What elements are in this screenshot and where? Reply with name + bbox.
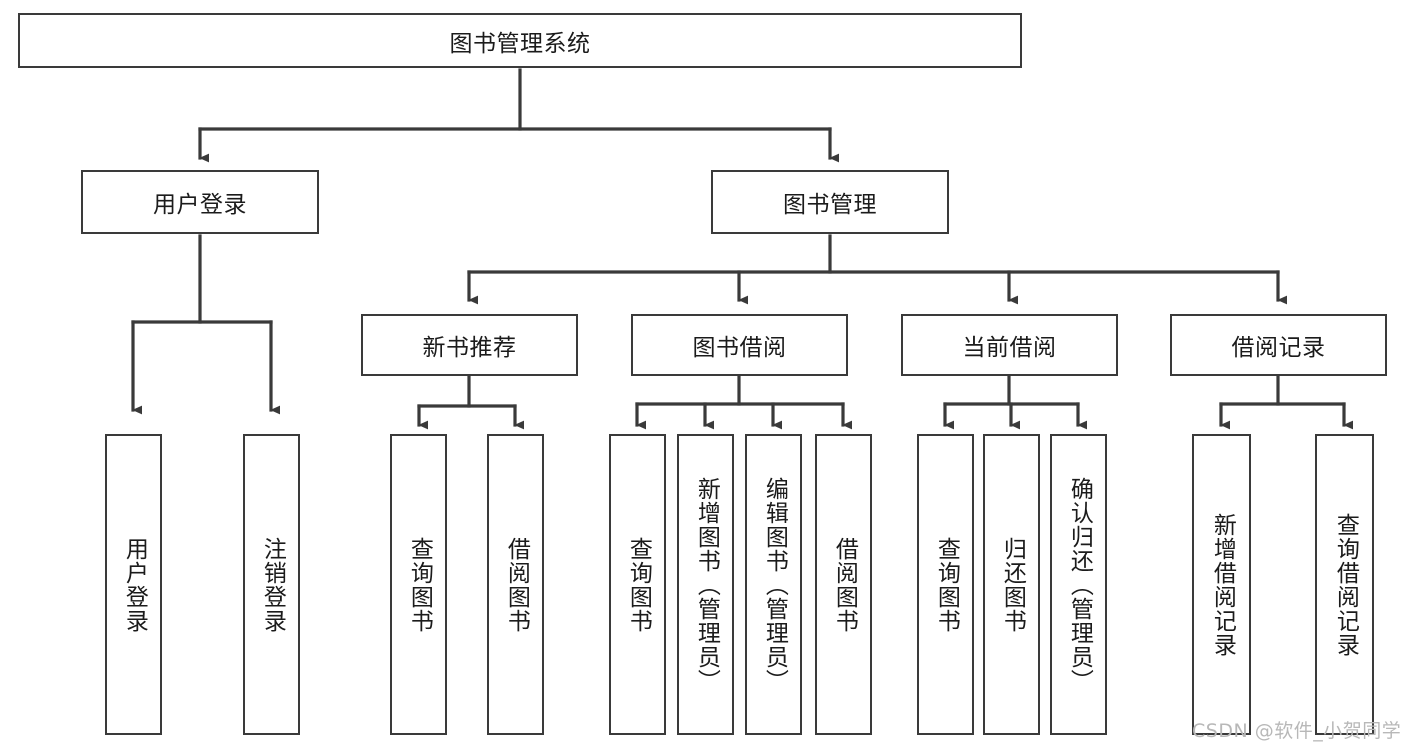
- node-label: 注销登录: [259, 536, 286, 633]
- leaf-book-borrow-borrow[interactable]: 借阅图书: [815, 434, 872, 735]
- node-label: 查询借阅记录: [1332, 512, 1359, 657]
- node-borrow-record[interactable]: 借阅记录: [1170, 314, 1387, 376]
- leaf-borrow-record-add[interactable]: 新增借阅记录: [1192, 434, 1251, 735]
- node-label: 用户登录: [121, 536, 148, 633]
- node-user-login[interactable]: 用户登录: [81, 170, 319, 234]
- node-label: 图书借阅: [692, 335, 787, 361]
- node-label: 用户登录: [153, 192, 247, 218]
- watermark: CSDN @软件_小贺同学: [1192, 720, 1402, 742]
- node-label: 确认归还（管理员）: [1066, 476, 1093, 693]
- leaf-new-book-borrow[interactable]: 借阅图书: [487, 434, 544, 735]
- node-root-book-management-system[interactable]: 图书管理系统: [18, 13, 1022, 68]
- node-book-borrow[interactable]: 图书借阅: [631, 314, 848, 376]
- leaf-new-book-query[interactable]: 查询图书: [390, 434, 447, 735]
- leaf-current-borrow-confirm-return[interactable]: 确认归还（管理员）: [1050, 434, 1107, 735]
- leaf-user-login-login[interactable]: 用户登录: [105, 434, 162, 735]
- node-label: 借阅记录: [1231, 335, 1326, 361]
- node-new-book-recommend[interactable]: 新书推荐: [361, 314, 578, 376]
- node-label: 新增图书（管理员）: [693, 476, 720, 693]
- node-label: 图书管理系统: [449, 30, 591, 57]
- node-label: 查询图书: [933, 536, 960, 633]
- node-label: 当前借阅: [962, 335, 1057, 361]
- node-label: 查询图书: [406, 536, 433, 633]
- leaf-book-borrow-edit[interactable]: 编辑图书（管理员）: [745, 434, 802, 735]
- leaf-book-borrow-add[interactable]: 新增图书（管理员）: [677, 434, 734, 735]
- node-label: 图书管理: [783, 192, 877, 218]
- leaf-user-login-logout[interactable]: 注销登录: [243, 434, 300, 735]
- node-current-borrow[interactable]: 当前借阅: [901, 314, 1118, 376]
- node-label: 新书推荐: [422, 335, 517, 361]
- node-label: 借阅图书: [503, 536, 530, 633]
- leaf-current-borrow-return[interactable]: 归还图书: [983, 434, 1040, 735]
- leaf-borrow-record-query[interactable]: 查询借阅记录: [1315, 434, 1374, 735]
- leaf-book-borrow-query[interactable]: 查询图书: [609, 434, 666, 735]
- node-label: 编辑图书（管理员）: [761, 476, 788, 693]
- node-label: 新增借阅记录: [1209, 512, 1236, 657]
- node-book-management[interactable]: 图书管理: [711, 170, 949, 234]
- node-label: 归还图书: [999, 536, 1026, 633]
- node-label: 查询图书: [625, 536, 652, 633]
- leaf-current-borrow-query[interactable]: 查询图书: [917, 434, 974, 735]
- node-label: 借阅图书: [831, 536, 858, 633]
